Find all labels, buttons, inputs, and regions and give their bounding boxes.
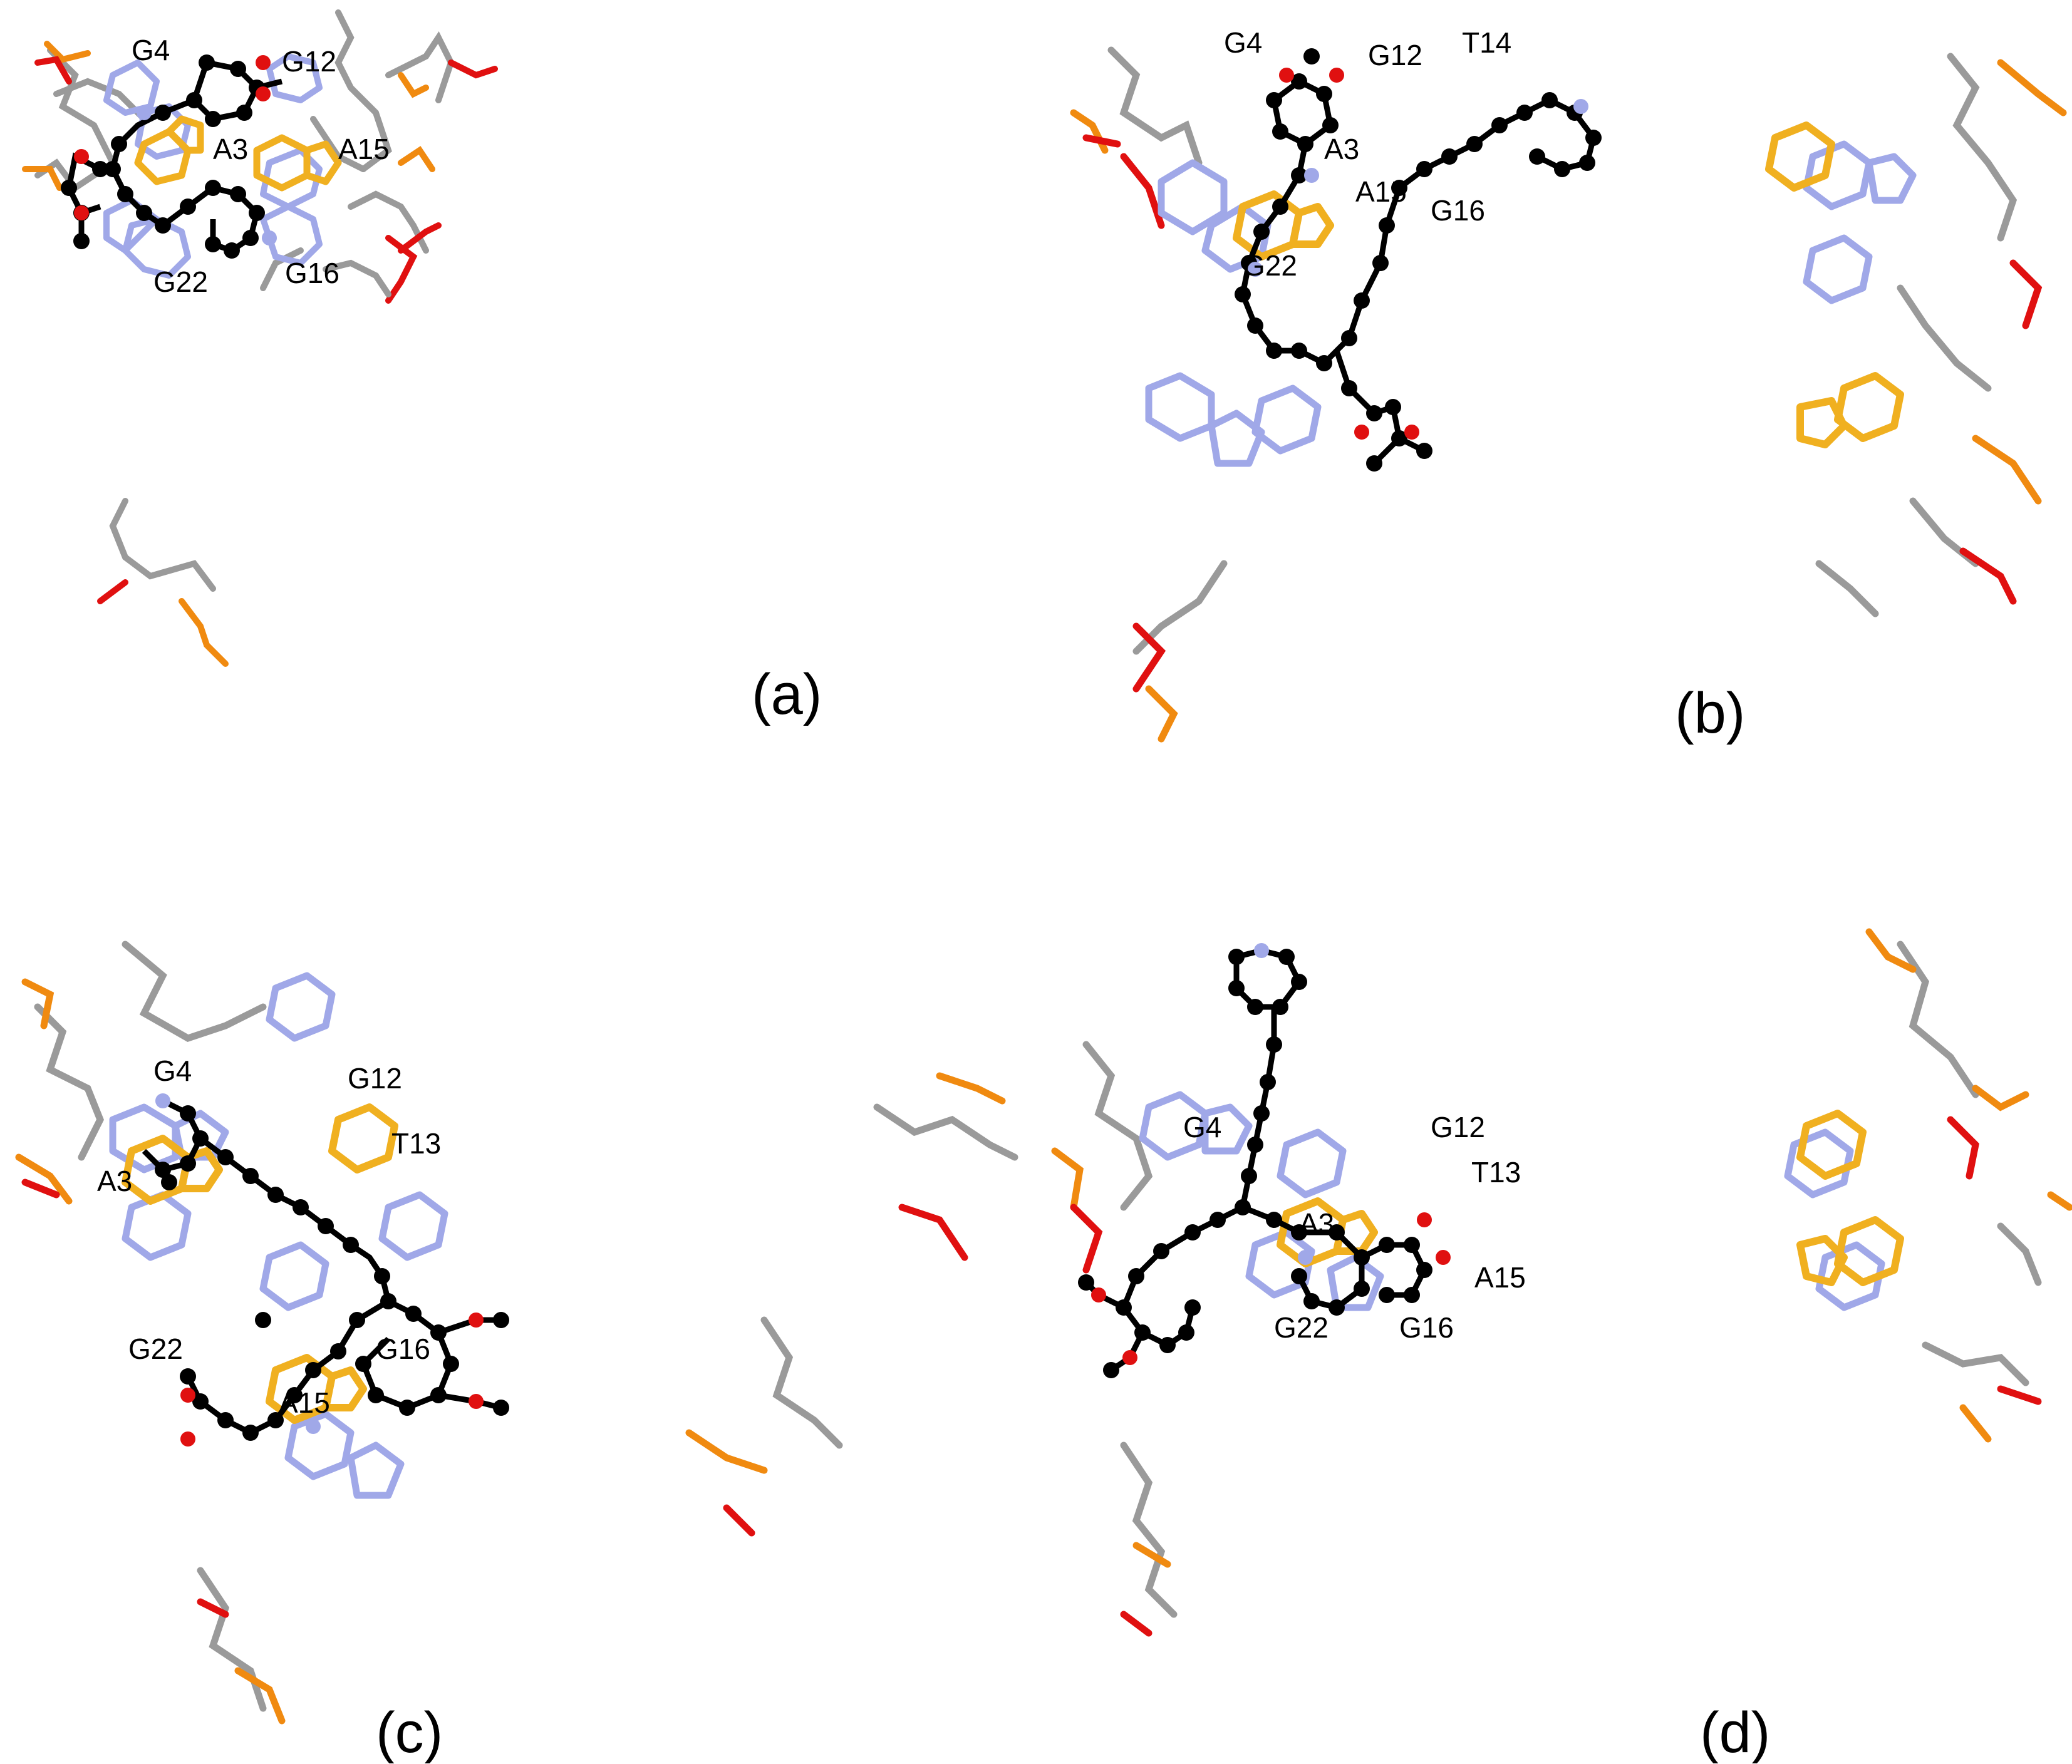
molecular-structure-a: G4 G12 A3 A15 G22 G16 (a) — [22, 9, 822, 726]
highlighted-residues — [122, 1103, 398, 1424]
ligand — [142, 1093, 509, 1447]
label-g4: G4 — [132, 34, 170, 66]
label-a3: A3 — [1299, 1207, 1334, 1240]
label-g16: G16 — [376, 1333, 430, 1365]
residue-labels: G4 G12 A3 A15 G22 G16 — [132, 34, 390, 298]
label-g12: G12 — [1368, 39, 1422, 71]
label-a3: A3 — [97, 1165, 132, 1197]
label-g16: G16 — [1399, 1311, 1454, 1344]
label-g4: G4 — [1183, 1111, 1221, 1143]
residue-labels: G4 G12 T13 A3 G22 A15 G16 — [97, 1055, 441, 1419]
dna-backbone — [22, 9, 498, 667]
ligand — [1235, 48, 1602, 472]
label-t13: T13 — [391, 1127, 441, 1160]
panel-a: G4 G12 A3 A15 G22 G16 (a) — [0, 0, 1036, 882]
molecular-structure-b: G4 G12 T14 A3 A15 G16 G22 (b) — [1070, 26, 2067, 745]
dna-backbone — [15, 941, 1018, 1725]
label-g16: G16 — [285, 257, 339, 289]
label-g12: G12 — [1431, 1111, 1485, 1143]
highlighted-residues — [1277, 1110, 1904, 1286]
label-g22: G22 — [1274, 1311, 1329, 1344]
highlighted-residues — [1233, 121, 1904, 448]
label-a15: A15 — [1355, 175, 1407, 208]
dna-backbone — [1051, 928, 2072, 1637]
label-a15: A15 — [338, 133, 390, 165]
panel-letter-c: (c) — [376, 1701, 443, 1763]
label-a15: A15 — [1474, 1261, 1526, 1294]
label-a15: A15 — [279, 1386, 330, 1419]
label-a3: A3 — [1324, 133, 1359, 165]
label-g16: G16 — [1431, 194, 1485, 227]
panel-letter-d: (d) — [1700, 1701, 1770, 1763]
label-g22: G22 — [128, 1333, 183, 1365]
residue-labels: G4 G12 T13 A3 A15 G22 G16 — [1183, 1111, 1526, 1344]
panel-c: G4 G12 T13 A3 G22 A15 G16 (c) — [0, 882, 1036, 1763]
panel-b: G4 G12 T14 A3 A15 G16 G22 (b) — [1036, 0, 2072, 882]
nucleobase-rings — [1145, 140, 1917, 467]
panel-letter-b: (b) — [1675, 681, 1745, 745]
molecular-structure-c: G4 G12 T13 A3 G22 A15 G16 (c) — [15, 941, 1018, 1763]
label-t14: T14 — [1462, 26, 1511, 59]
residue-labels: G4 G12 T14 A3 A15 G16 G22 — [1224, 26, 1511, 282]
panel-d: G4 G12 T13 A3 A15 G22 G16 (d) — [1036, 882, 2072, 1763]
label-g4: G4 — [153, 1055, 192, 1087]
panel-letter-a: (a) — [752, 663, 822, 726]
label-g12: G12 — [348, 1062, 402, 1095]
label-g22: G22 — [153, 266, 208, 298]
label-g4: G4 — [1224, 26, 1262, 59]
label-a3: A3 — [213, 133, 248, 165]
ligand — [61, 54, 283, 259]
label-g12: G12 — [282, 45, 336, 78]
molecular-structure-d: G4 G12 T13 A3 A15 G22 G16 (d) — [1051, 928, 2072, 1763]
highlighted-residues — [134, 115, 342, 192]
label-g22: G22 — [1243, 249, 1297, 282]
ligand — [1078, 943, 1451, 1378]
label-t13: T13 — [1471, 1156, 1521, 1189]
dna-backbone — [1070, 46, 2067, 743]
